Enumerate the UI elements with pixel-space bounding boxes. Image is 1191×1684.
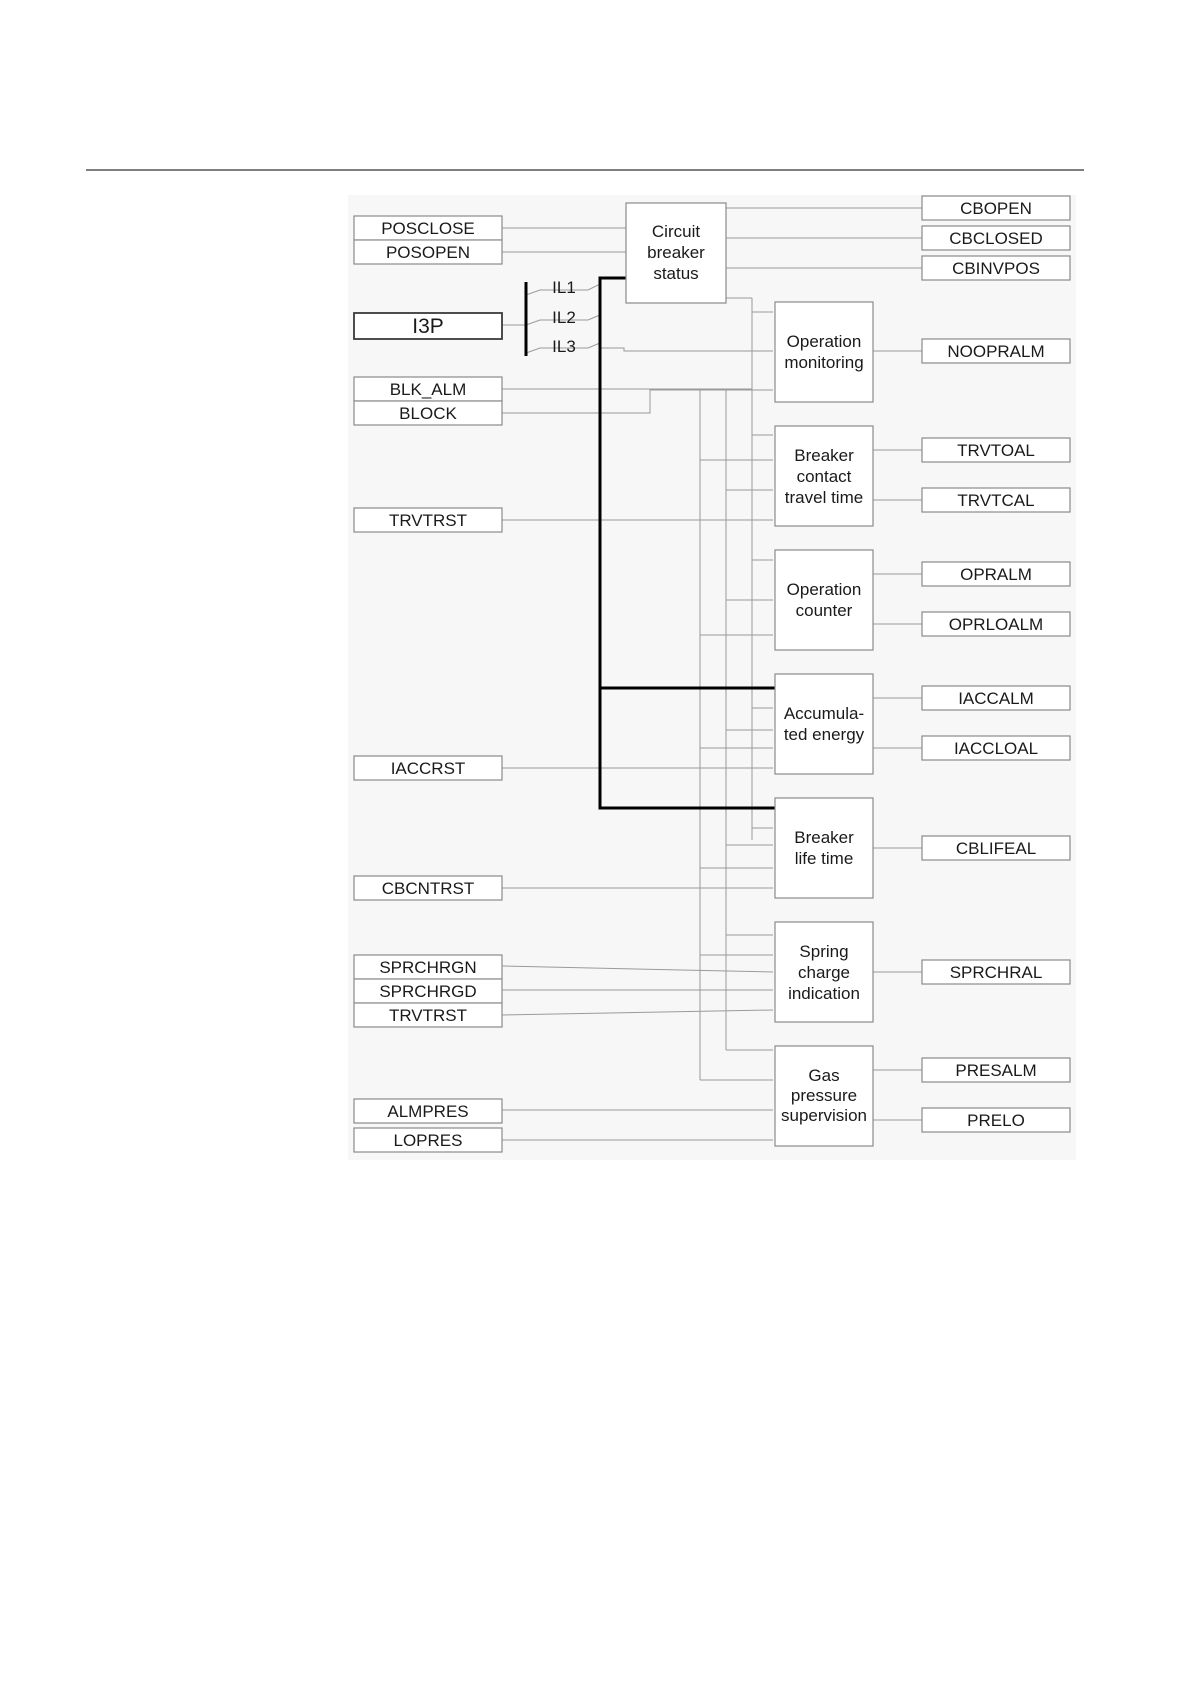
block-breaker-life-time: [774, 797, 874, 899]
phase-il2-label: IL2: [552, 308, 576, 327]
block-travel-time-line2: contact: [797, 467, 852, 486]
input-signals: POSCLOSE POSOPEN I3P BLK_ALM BLOCK TRVTR…: [353, 215, 503, 1153]
block-gas-line1: Gas: [808, 1066, 839, 1085]
output-oprloalm-box: [921, 611, 1071, 637]
output-sprchral-box: [921, 959, 1071, 985]
input-cbcntrst-box: [353, 875, 503, 901]
block-spring-charge: [774, 921, 874, 1023]
block-op-counter-line1: Operation: [787, 580, 862, 599]
output-sprchral-label: SPRCHRAL: [950, 963, 1043, 982]
block-op-monitoring-line1: Operation: [787, 332, 862, 351]
input-sprchrgn-label: SPRCHRGN: [379, 958, 476, 977]
output-cbopen-box: [921, 195, 1071, 221]
output-noopralm-box: [921, 338, 1071, 364]
input-blk-alm-label: BLK_ALM: [390, 380, 467, 399]
block-travel-time-line1: Breaker: [794, 446, 854, 465]
wiring: [501, 207, 922, 1141]
input-sprchrgd-label: SPRCHRGD: [379, 982, 476, 1001]
block-cb-status: [625, 202, 727, 304]
block-travel-time: [774, 425, 874, 527]
output-cblifeal-label: CBLIFEAL: [956, 839, 1036, 858]
input-sprchrgd-box: [353, 978, 503, 1004]
phase-labels: IL1 IL2 IL3: [552, 278, 576, 356]
output-trvtcal-box: [921, 487, 1071, 513]
input-blk-alm-box: [353, 376, 503, 402]
block-acc-energy-line1: Accumula-: [784, 704, 864, 723]
output-prelo-box: [921, 1107, 1071, 1133]
output-iaccloal-box: [921, 735, 1071, 761]
output-opralm-label: OPRALM: [960, 565, 1032, 584]
input-iaccrst-label: IACCRST: [391, 759, 466, 778]
input-lopres-label: LOPRES: [394, 1131, 463, 1150]
input-iaccrst-box: [353, 755, 503, 781]
block-op-counter-line2: counter: [796, 601, 853, 620]
block-operation-counter: [774, 549, 874, 651]
output-oprloalm-label: OPRLOALM: [949, 615, 1043, 634]
input-posclose-label: POSCLOSE: [381, 219, 475, 238]
block-travel-time-line3: travel time: [785, 488, 863, 507]
block-gas-line3: supervision: [781, 1106, 867, 1125]
input-trvtrst-label: TRVTRST: [389, 511, 467, 530]
block-gas-pressure: [774, 1045, 874, 1147]
input-almpres-label: ALMPRES: [387, 1102, 468, 1121]
output-trvtoal-box: [921, 437, 1071, 463]
input-lopres-box: [353, 1127, 503, 1153]
block-life-time-line2: life time: [795, 849, 854, 868]
block-accumulated-energy: [774, 673, 874, 775]
block-spring-line2: charge: [798, 963, 850, 982]
phase-il3-label: IL3: [552, 337, 576, 356]
output-trvtcal-label: TRVTCAL: [957, 491, 1034, 510]
output-iaccalm-label: IACCALM: [958, 689, 1034, 708]
output-cbclosed-box: [921, 225, 1071, 251]
output-signals: CBOPEN CBCLOSED CBINVPOS NOOPRALM TRVTOA…: [921, 195, 1071, 1133]
block-cb-status-line3: status: [653, 264, 698, 283]
phase-il1-label: IL1: [552, 278, 576, 297]
input-block-box: [353, 400, 503, 426]
input-block-label: BLOCK: [399, 404, 457, 423]
output-cbinvpos-label: CBINVPOS: [952, 259, 1040, 278]
block-op-monitoring-line2: monitoring: [784, 353, 863, 372]
output-cbinvpos-box: [921, 255, 1071, 281]
block-spring-line1: Spring: [799, 942, 848, 961]
input-trvtrst2-label: TRVTRST: [389, 1006, 467, 1025]
output-cbopen-label: CBOPEN: [960, 199, 1032, 218]
input-sprchrgn-box: [353, 954, 503, 980]
input-posopen-label: POSOPEN: [386, 243, 470, 262]
input-trvtrst-box: [353, 507, 503, 533]
input-almpres-box: [353, 1098, 503, 1124]
output-cblifeal-box: [921, 835, 1071, 861]
output-cbclosed-label: CBCLOSED: [949, 229, 1043, 248]
input-i3p-box: [353, 312, 503, 340]
output-iaccalm-box: [921, 685, 1071, 711]
output-prelo-label: PRELO: [967, 1111, 1025, 1130]
output-iaccloal-label: IACCLOAL: [954, 739, 1038, 758]
input-i3p-label: I3P: [412, 315, 444, 338]
function-blocks: Circuit breaker status Operation monitor…: [625, 202, 874, 1147]
block-life-time-line1: Breaker: [794, 828, 854, 847]
block-acc-energy-line2: ted energy: [784, 725, 865, 744]
block-cb-status-line2: breaker: [647, 243, 705, 262]
block-cb-status-line1: Circuit: [652, 222, 700, 241]
output-trvtoal-label: TRVTOAL: [957, 441, 1035, 460]
output-presalm-label: PRESALM: [955, 1061, 1036, 1080]
block-gas-line2: pressure: [791, 1086, 857, 1105]
output-opralm-box: [921, 561, 1071, 587]
output-noopralm-label: NOOPRALM: [947, 342, 1044, 361]
input-posopen-box: [353, 239, 503, 265]
block-spring-line3: indication: [788, 984, 860, 1003]
current-bus: [524, 276, 775, 810]
block-operation-monitoring: [774, 301, 874, 403]
output-presalm-box: [921, 1057, 1071, 1083]
input-cbcntrst-label: CBCNTRST: [382, 879, 475, 898]
input-trvtrst2-box: [353, 1002, 503, 1028]
